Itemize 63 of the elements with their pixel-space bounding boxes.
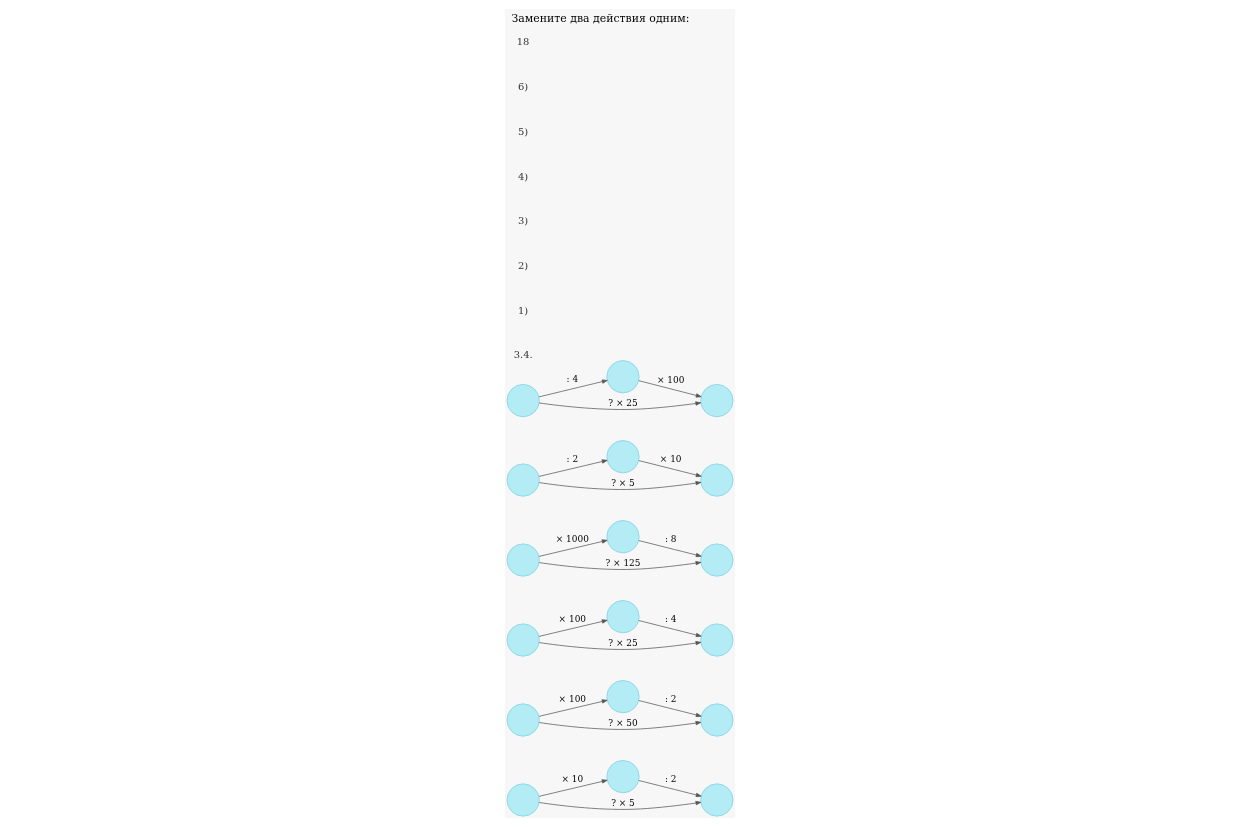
node-circle <box>606 600 640 634</box>
arrow <box>538 539 608 557</box>
node-circle <box>606 520 640 554</box>
arrow <box>538 619 608 637</box>
edge-label: × 100 <box>558 613 587 624</box>
edge-label: : 2 <box>566 453 579 464</box>
edge-label: ? × 25 <box>608 638 638 649</box>
node-circle <box>700 383 734 418</box>
arrow <box>538 800 702 810</box>
edge-label: ? × 125 <box>605 558 641 569</box>
arrow <box>538 561 702 570</box>
node-circle <box>700 623 734 657</box>
arrow <box>638 700 702 718</box>
edge-label: : 2 <box>664 694 677 705</box>
node-circle <box>606 360 640 394</box>
node-circle <box>506 543 540 577</box>
label: 1) <box>518 304 529 316</box>
node-circle <box>506 623 540 657</box>
node-circle <box>700 783 734 817</box>
arrow <box>538 481 702 490</box>
edge-label: ? × 5 <box>611 798 635 809</box>
edge-label: : 4 <box>566 374 579 385</box>
edge-label: × 100 <box>558 693 587 704</box>
label: 6) <box>518 81 529 93</box>
edge-label: × 1000 <box>555 533 589 544</box>
edge-label: × 100 <box>656 375 685 386</box>
label: 4) <box>518 170 529 182</box>
arrow <box>538 459 608 477</box>
node-circle <box>700 543 734 577</box>
node-circle <box>700 463 734 497</box>
label: 3) <box>518 215 529 227</box>
arrow <box>538 779 608 797</box>
edge-label: ? × 25 <box>608 398 638 409</box>
label: 5) <box>518 125 529 137</box>
arrow <box>538 641 702 650</box>
edge-label: ? × 50 <box>608 718 638 729</box>
node-circle <box>506 703 540 737</box>
edge-label: ? × 5 <box>611 478 635 489</box>
arrow <box>538 379 608 398</box>
edge-label: × 10 <box>561 773 584 784</box>
arrow <box>638 780 702 797</box>
edge-label: × 10 <box>659 454 682 465</box>
node-circle <box>606 440 640 474</box>
arrow <box>638 620 702 638</box>
label: 3.4. <box>513 349 533 361</box>
node-circle <box>506 463 540 497</box>
node-circle <box>506 383 540 418</box>
arrow <box>638 380 702 398</box>
edge-label: : 8 <box>664 534 677 545</box>
arrow <box>538 720 702 730</box>
node-circle <box>506 783 540 817</box>
diagram-title: Замените два действия одним: <box>511 11 690 25</box>
node-circle <box>606 680 640 714</box>
node-circle <box>606 760 640 794</box>
arrow <box>538 401 702 410</box>
label: 2) <box>518 259 529 271</box>
node-circle <box>700 703 734 737</box>
arrow <box>538 699 608 717</box>
label: 18 <box>516 36 530 48</box>
edge-label: : 2 <box>664 774 677 785</box>
arrow <box>638 460 702 478</box>
arrow <box>638 540 702 558</box>
edge-label: : 4 <box>664 614 677 625</box>
